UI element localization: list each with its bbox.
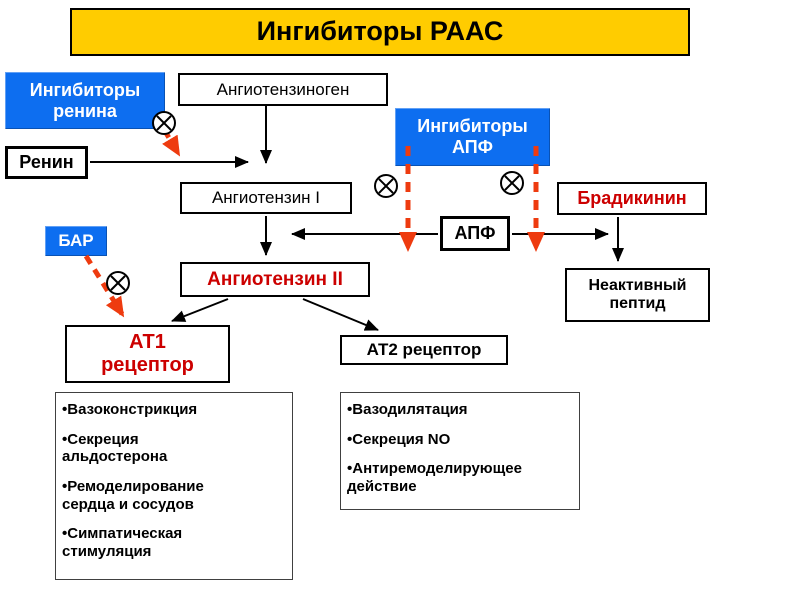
node-angiotensinogen: Ангиотензиноген (178, 73, 388, 106)
effect-item: •Симпатическая стимуляция (62, 525, 183, 561)
effect-item: •Антиремоделирующее действие (347, 460, 522, 496)
node-bradykinin: Брадикинин (557, 182, 707, 215)
node-angiotensin-i: Ангиотензин I (180, 182, 352, 214)
at2-effects-list: •Вазодилятация •Секреция NO •Антиремоделир… (340, 392, 580, 510)
crossed-circle-icon (106, 271, 130, 295)
node-renin-inhibitors: Ингибиторы ренина (5, 72, 165, 129)
node-at2-receptor: АТ2 рецептор (340, 335, 508, 365)
crossed-circle-icon (500, 171, 524, 195)
crossed-circle-icon (374, 174, 398, 198)
at1-effects-list: •Вазоконстрикция •Секреция альдостерона •Р… (55, 392, 293, 580)
node-ace: АПФ (440, 216, 510, 251)
inhibit-arrow-arb (83, 254, 125, 318)
effect-item: •Вазодилятация (347, 401, 468, 418)
arrow-angiotensin-ii-to-at2 (302, 298, 379, 331)
node-at1-receptor: АТ1 рецептор (65, 325, 230, 383)
effect-item: •Вазоконстрикция (62, 401, 198, 418)
node-angiotensin-ii: Ангиотензин II (180, 262, 370, 297)
node-renin: Ренин (5, 146, 88, 179)
effect-item: •Ремоделирование сердца и сосудов (62, 478, 204, 513)
effect-item: •Секреция NO (347, 430, 451, 448)
node-arb: БАР (45, 226, 107, 256)
effect-item: •Секреция альдостерона (62, 430, 168, 466)
slide-title: Ингибиторы РААС (70, 8, 690, 56)
node-inactive-peptide: Неактивный пептид (565, 268, 710, 322)
arrow-angiotensin-ii-to-at1 (171, 298, 229, 322)
node-ace-inhibitors: Ингибиторы АПФ (395, 108, 550, 166)
